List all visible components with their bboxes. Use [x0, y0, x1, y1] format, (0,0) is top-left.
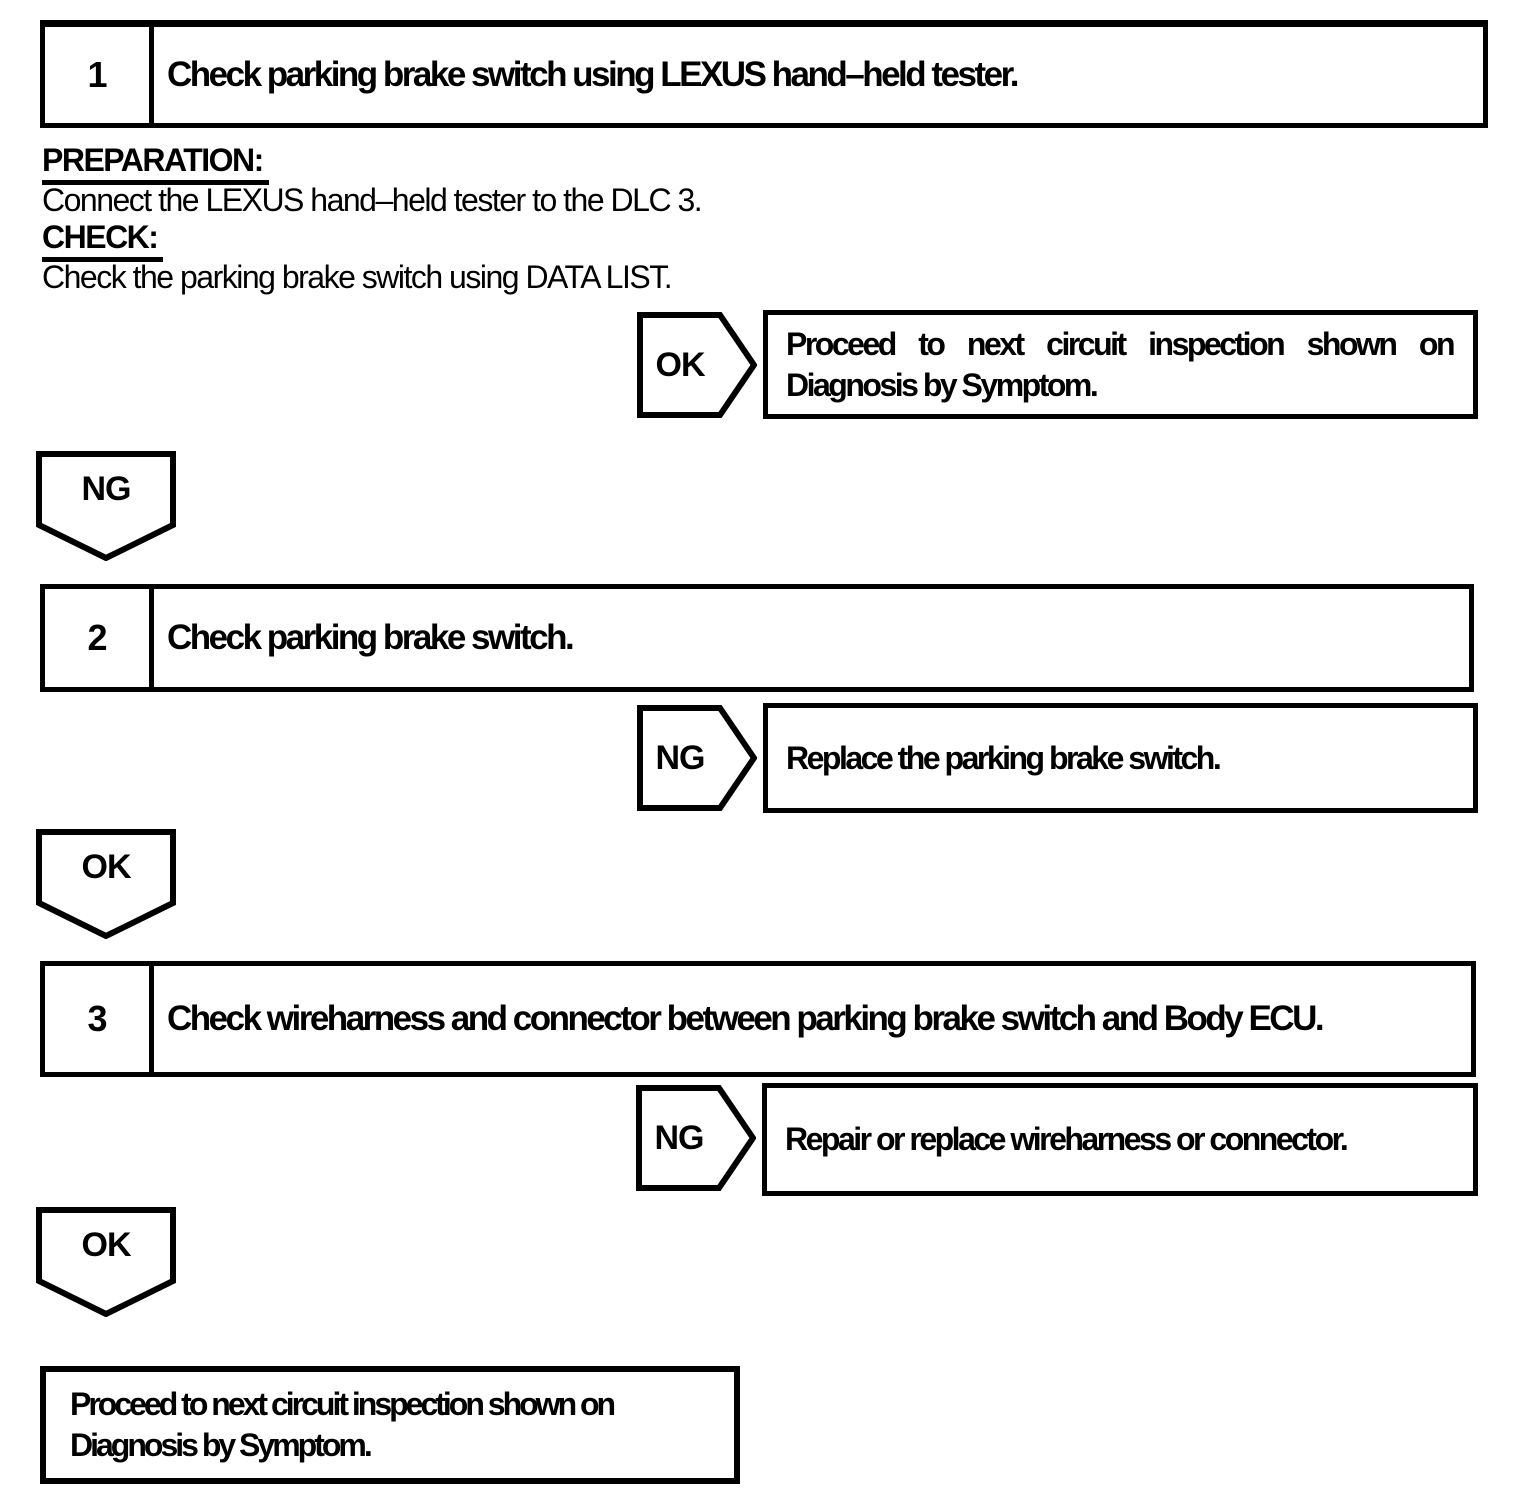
step-1-box: 1 Check parking brake switch using LEXUS…	[40, 20, 1488, 128]
ok-arrow-right-icon	[637, 312, 757, 418]
step-3-number-cell: 3	[45, 966, 154, 1072]
ok-branch-connector: OK	[637, 312, 757, 418]
step-3-box: 3 Check wireharness and connector betwee…	[40, 961, 1476, 1077]
step-3-title-cell: Check wireharness and connector between …	[154, 966, 1471, 1072]
check-text: Check the parking brake switch using DAT…	[42, 259, 673, 295]
step-number: 1	[87, 54, 107, 95]
ok-tag-label: OK	[655, 345, 706, 384]
ok-flow-connector-2: OK	[36, 1207, 176, 1317]
preparation-label: PREPARATION:	[42, 144, 269, 185]
step-number: 2	[87, 617, 107, 658]
terminal-line: Proceed to next circuit inspection shown…	[70, 1386, 616, 1422]
ok-arrow-down-icon	[36, 829, 176, 939]
step-2-number-cell: 2	[45, 589, 154, 687]
ng-arrow-right-icon	[637, 705, 757, 811]
ok-tag-label: OK	[81, 847, 132, 886]
preparation-label-text: PREPARATION:	[42, 144, 269, 185]
step-number: 3	[87, 998, 107, 1039]
terminal-line: Diagnosis by Symptom.	[70, 1427, 373, 1463]
result-line: Proceed to next circuit inspection shown…	[786, 325, 1456, 362]
ng-arrow-down-icon	[36, 451, 176, 561]
check-label-text: CHECK:	[42, 221, 164, 262]
ok-arrow-down-icon	[36, 1207, 176, 1317]
ng-tag-label: NG	[81, 469, 132, 508]
step-2-box: 2 Check parking brake switch.	[40, 584, 1474, 692]
result-line: Replace the parking brake switch.	[786, 739, 1222, 776]
result-line: Repair or replace wireharness or connect…	[785, 1121, 1349, 1157]
result-box-replace-switch: Replace the parking brake switch.	[763, 703, 1478, 813]
result-line: Diagnosis by Symptom.	[786, 366, 1099, 403]
ng-branch-connector-1: NG	[637, 705, 757, 811]
ng-branch-connector-2: NG	[636, 1085, 756, 1191]
step-1-number-cell: 1	[45, 27, 154, 123]
ng-tag-label: NG	[655, 738, 706, 777]
step-1-title-cell: Check parking brake switch using LEXUS h…	[154, 27, 1483, 123]
result-box-proceed-1: Proceed to next circuit inspection shown…	[763, 310, 1478, 419]
ok-flow-connector-1: OK	[36, 829, 176, 939]
step-title: Check parking brake switch.	[167, 618, 575, 657]
check-label: CHECK:	[42, 221, 164, 262]
step-title: Check parking brake switch using LEXUS h…	[167, 55, 1020, 94]
ok-tag-label: OK	[81, 1225, 132, 1264]
step-title: Check wireharness and connector between …	[167, 999, 1325, 1038]
terminal-box-proceed: Proceed to next circuit inspection shown…	[40, 1366, 740, 1484]
ng-arrow-right-icon	[636, 1085, 756, 1191]
result-box-repair-wireharness: Repair or replace wireharness or connect…	[762, 1083, 1478, 1196]
ng-tag-label: NG	[654, 1118, 705, 1157]
preparation-text: Connect the LEXUS hand–held tester to th…	[42, 182, 703, 218]
ng-flow-connector: NG	[36, 451, 176, 561]
step-2-title-cell: Check parking brake switch.	[154, 589, 1469, 687]
